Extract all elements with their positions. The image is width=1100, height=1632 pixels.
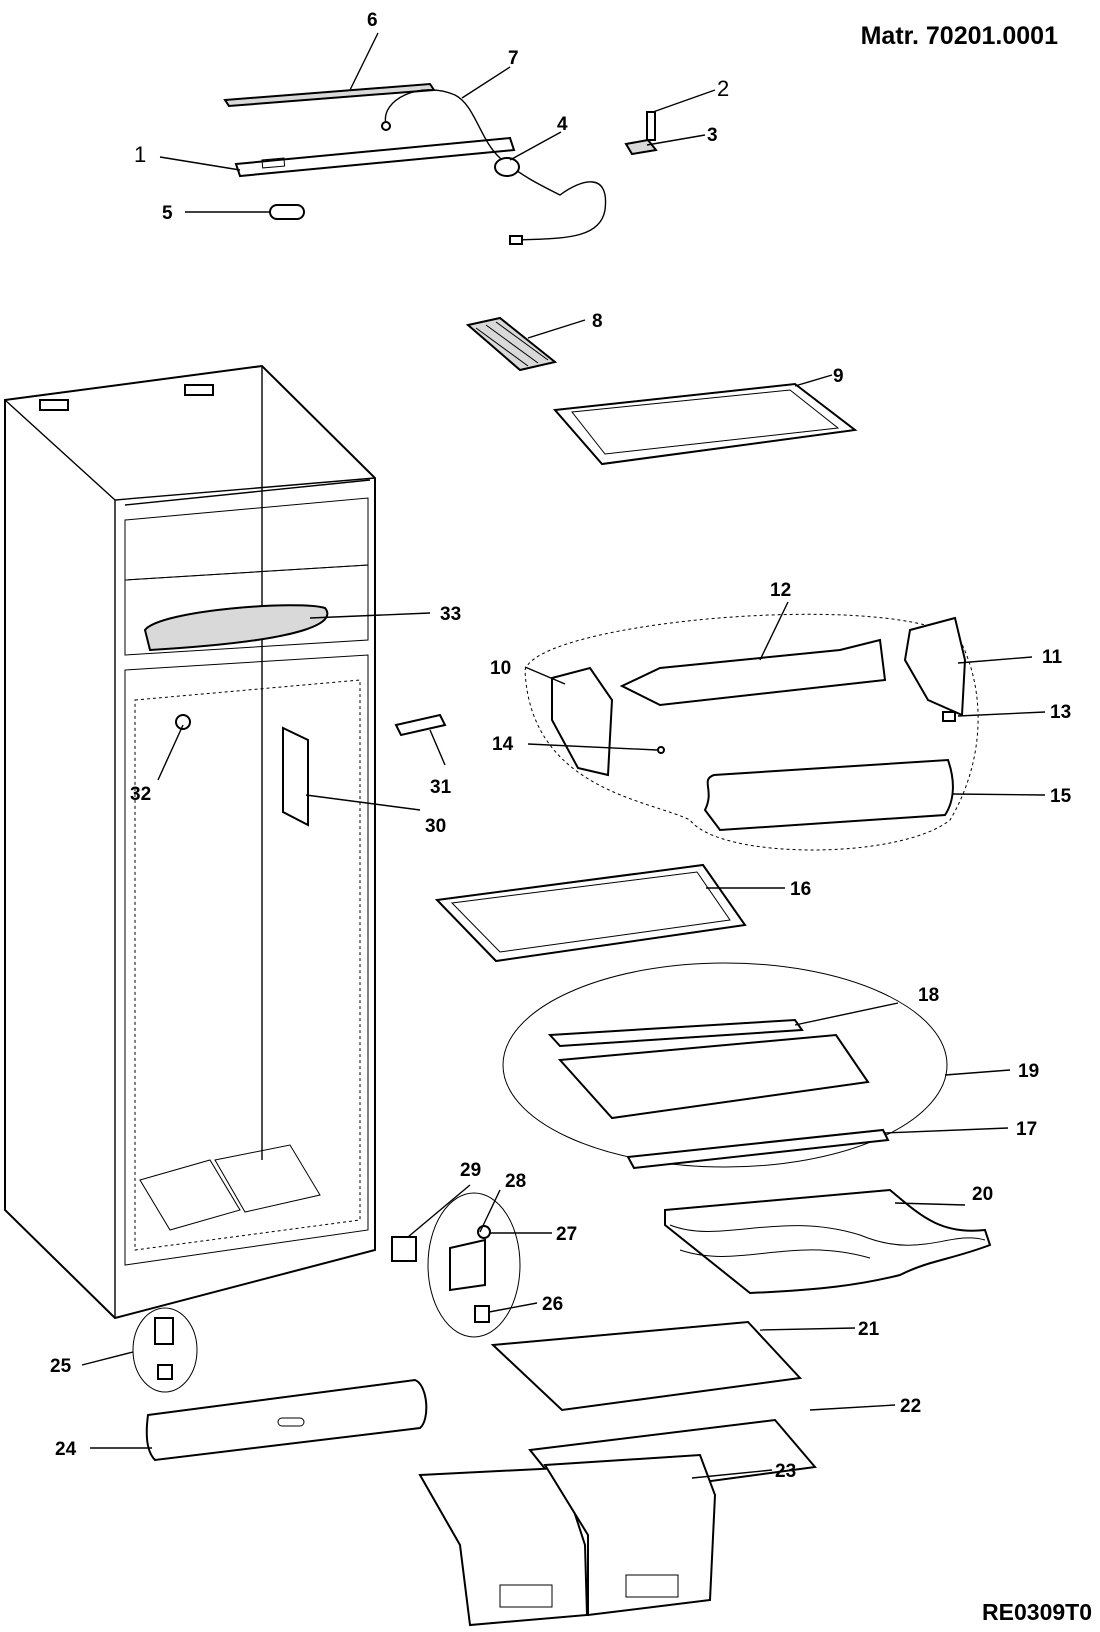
callout-2: 2 (717, 76, 729, 101)
callout-22: 22 (900, 1396, 921, 1417)
part-24-panel (145, 1378, 428, 1462)
part-12-bin (619, 638, 887, 707)
part-1-rail (234, 136, 516, 178)
refrigerator-cabinet (4, 364, 376, 1320)
part-20-wine-rack (664, 1188, 992, 1295)
door-bin-group (524, 613, 979, 851)
part-31-bracket (394, 713, 447, 737)
part-27-pin (477, 1225, 491, 1239)
callout-24: 24 (55, 1439, 77, 1460)
part-26-screw (474, 1305, 490, 1323)
callout-11: 11 (1042, 647, 1063, 668)
callout-33: 33 (440, 604, 461, 625)
callout-13: 13 (1050, 702, 1071, 723)
callout-16: 16 (790, 879, 811, 900)
part-6-strip (223, 82, 436, 108)
callout-10: 10 (490, 658, 511, 679)
material-code: Matr. 70201.0001 (860, 22, 1058, 50)
part-32-knob (175, 714, 191, 730)
part-2-screw (646, 111, 656, 141)
callout-17: 17 (1016, 1119, 1037, 1140)
callout-23: 23 (775, 1461, 796, 1482)
part-29-switch (391, 1236, 417, 1262)
part-28-hinge (449, 1238, 486, 1292)
part-30-label (282, 726, 309, 827)
part-4-holder (494, 157, 520, 177)
drawing-code: RE0309T0 (982, 1599, 1092, 1625)
callout-21: 21 (858, 1319, 880, 1340)
callout-14: 14 (492, 734, 514, 755)
callout-31: 31 (430, 777, 452, 798)
part-21-glass-shelf (490, 1320, 803, 1412)
callout-25: 25 (50, 1356, 72, 1377)
callout-20: 20 (972, 1184, 993, 1205)
callout-9: 9 (833, 366, 844, 387)
callout-12: 12 (770, 580, 791, 601)
part-14-pin (657, 746, 665, 754)
callout-32: 32 (130, 784, 151, 805)
callout-8: 8 (592, 311, 603, 332)
callout-30: 30 (425, 816, 446, 837)
callout-18: 18 (918, 985, 939, 1006)
part-9-shelf (552, 382, 858, 466)
callout-6: 6 (367, 10, 378, 31)
part-15-bin (703, 758, 954, 832)
callout-15: 15 (1050, 786, 1072, 807)
callout-28: 28 (505, 1171, 526, 1192)
callout-4: 4 (557, 114, 568, 135)
callout-27: 27 (556, 1224, 577, 1245)
callout-5: 5 (162, 203, 173, 224)
part-33-grille (143, 604, 329, 652)
part-3-clip (624, 138, 658, 156)
part-8-vent (465, 316, 558, 372)
part-16-shelf (434, 863, 747, 963)
callout-26: 26 (542, 1294, 563, 1315)
callout-1: 1 (134, 142, 146, 167)
part-17-trim (626, 1128, 890, 1170)
callout-29: 29 (460, 1160, 481, 1181)
part-11-end-cap (903, 616, 967, 717)
callout-3: 3 (707, 125, 718, 146)
leader-lines (81, 32, 1046, 1479)
part-5-lamp (269, 204, 305, 220)
switch-assembly-25 (132, 1307, 198, 1393)
hinge-assembly-28 (427, 1192, 521, 1338)
part-10-end-cap (551, 666, 614, 777)
part-19-glass (557, 1033, 870, 1120)
callout-numbers: 6 7 2 3 4 1 5 8 9 12 33 10 11 13 14 15 3… (50, 10, 1072, 1482)
callout-19: 19 (1018, 1061, 1039, 1082)
part-23-drawers (418, 1453, 717, 1627)
part-7-cable (381, 89, 607, 245)
callout-7: 7 (508, 48, 519, 69)
shelf-assembly-19 (502, 962, 948, 1170)
part-18-trim (547, 1018, 804, 1048)
part-13-plug (942, 711, 956, 722)
